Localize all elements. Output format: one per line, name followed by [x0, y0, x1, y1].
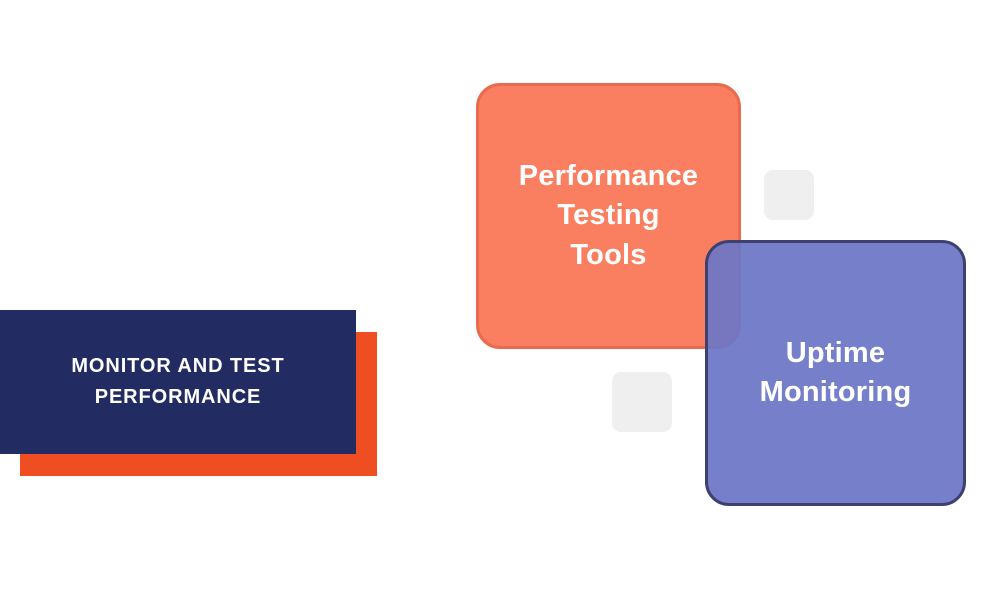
card-uptime-monitoring[interactable]: Uptime Monitoring: [705, 240, 966, 506]
decorative-square-mid-left-icon: [612, 372, 672, 432]
banner-title: Monitor and Test Performance: [71, 355, 285, 408]
card-performance-testing-tools-label: Performance Testing Tools: [518, 159, 699, 271]
monitor-and-test-performance-banner: Monitor and Test Performance: [0, 310, 356, 454]
card-performance-testing-tools[interactable]: Performance Testing Tools: [476, 83, 741, 349]
decorative-square-top-right-icon: [764, 170, 814, 220]
card-uptime-monitoring-label: Uptime Monitoring: [759, 336, 912, 408]
